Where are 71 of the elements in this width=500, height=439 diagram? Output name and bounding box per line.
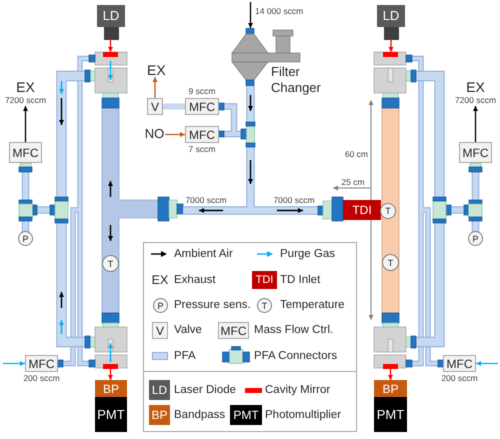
legend-label: TD Inlet bbox=[280, 273, 320, 288]
legend-symbol: PMT bbox=[230, 405, 262, 425]
flow-rate-label: 200 sccm bbox=[23, 373, 60, 383]
flow-rate-label: 7000 sccm bbox=[185, 195, 227, 205]
pressure-sensor-circle: P bbox=[18, 231, 33, 246]
legend-symbol: LD bbox=[149, 380, 170, 400]
pressure-sensor-circle: P bbox=[468, 231, 483, 246]
laser-diode-box: LD bbox=[97, 5, 125, 40]
legend-symbol: MFC bbox=[218, 322, 249, 339]
legend-symbol: V bbox=[152, 322, 168, 339]
legend-abbreviation: EX bbox=[150, 272, 170, 288]
arrow bbox=[165, 132, 185, 137]
laser-diode-box: LD bbox=[377, 5, 405, 40]
legend-symbol: P bbox=[153, 298, 168, 313]
flow-rate-label: 200 sccm bbox=[441, 373, 478, 383]
arrow bbox=[108, 369, 113, 380]
legend-label: Ambient Air bbox=[174, 247, 233, 262]
cavity-mirror-bar bbox=[103, 52, 118, 57]
mass-flow-controller-box: MFC bbox=[443, 355, 476, 372]
flow-rate-label: 7200 sccm bbox=[454, 95, 496, 106]
legend-label: Pressure sens. bbox=[174, 298, 251, 313]
arrow bbox=[476, 361, 498, 366]
bandpass-filter-box: BP bbox=[374, 380, 407, 397]
dimension-label: 60 cm bbox=[344, 149, 368, 159]
legend-symbol: T bbox=[257, 298, 272, 313]
flow-rate-label: 9 sccm bbox=[188, 86, 216, 96]
mass-flow-controller-box: MFC bbox=[185, 126, 219, 143]
cavity-mirror-bar bbox=[383, 364, 398, 369]
arrow bbox=[248, 2, 253, 28]
arrow bbox=[23, 106, 28, 142]
legend-label: Purge Gas bbox=[280, 247, 335, 262]
cavity-mirror-bar bbox=[383, 52, 398, 57]
edge-label: 14 000 sccm bbox=[255, 6, 304, 16]
valve-box: V bbox=[147, 98, 163, 115]
legend-symbol: BP bbox=[149, 405, 170, 425]
arrow bbox=[388, 369, 393, 380]
cavity-mirror-bar bbox=[103, 364, 118, 369]
flow-rate-label: 7000 sccm bbox=[273, 195, 315, 205]
component-label: Filter Changer bbox=[271, 64, 322, 96]
bandpass-filter-box: BP bbox=[95, 380, 127, 397]
mass-flow-controller-box: MFC bbox=[25, 355, 58, 372]
inlet-box: TDI bbox=[343, 200, 381, 220]
gas-inlet-label: NO bbox=[144, 127, 165, 141]
exhaust-label: EX bbox=[466, 80, 485, 95]
legend-label: Temperature bbox=[280, 298, 345, 313]
arrow bbox=[388, 40, 394, 52]
arrow bbox=[473, 106, 478, 142]
exhaust-label: EX bbox=[147, 63, 164, 77]
arrow bbox=[108, 40, 113, 52]
legend-label: Photomultiplier bbox=[265, 408, 342, 423]
pfa-tube bbox=[163, 104, 185, 110]
exhaust-label: EX bbox=[16, 80, 35, 95]
legend-symbol: TDI bbox=[252, 271, 277, 289]
arrow bbox=[3, 361, 25, 366]
legend-label: Mass Flow Ctrl. bbox=[254, 323, 334, 338]
photomultiplier-box: PMT bbox=[374, 397, 407, 432]
legend-label: Cavity Mirror bbox=[265, 383, 330, 398]
legend-label: Bandpass bbox=[174, 408, 226, 423]
dimension-label: 25 cm bbox=[341, 177, 365, 187]
mass-flow-controller-box: MFC bbox=[185, 98, 219, 115]
photomultiplier-box: PMT bbox=[95, 397, 127, 432]
arrow bbox=[152, 77, 158, 98]
legend-label: Exhaust bbox=[174, 273, 216, 288]
legend-label: Valve bbox=[174, 323, 202, 338]
mass-flow-controller-box: MFC bbox=[459, 142, 492, 163]
legend-label: Laser Diode bbox=[174, 383, 236, 398]
legend-label: PFA Connectors bbox=[254, 349, 338, 364]
flow-rate-label: 7200 sccm bbox=[4, 95, 46, 106]
legend-label: PFA bbox=[174, 349, 196, 364]
mass-flow-controller-box: MFC bbox=[9, 142, 42, 163]
flow-rate-label: 7 sccm bbox=[188, 144, 216, 154]
